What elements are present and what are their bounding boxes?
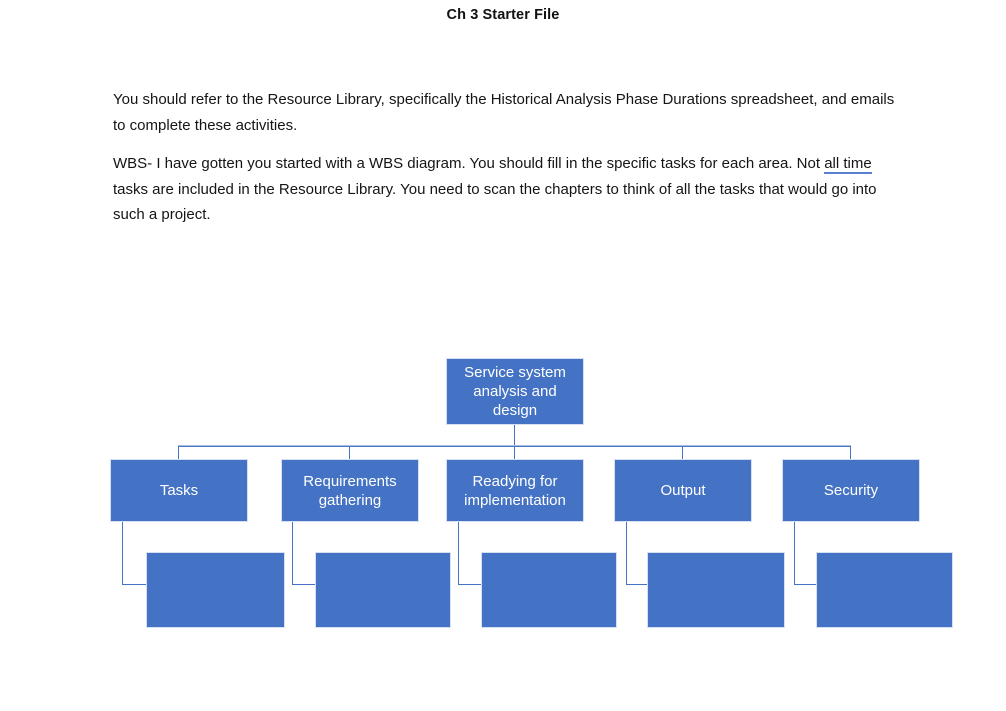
connector-elbow-5-vertical <box>794 522 795 585</box>
wbs-node-security-child[interactable] <box>816 552 953 628</box>
paragraph-instructions: You should refer to the Resource Library… <box>113 91 895 134</box>
connector-elbow-1-vertical <box>122 522 123 585</box>
connector-drop-5 <box>850 446 851 459</box>
wbs-node-tasks[interactable]: Tasks <box>110 459 248 522</box>
wbs-node-tasks-child[interactable] <box>146 552 285 628</box>
paragraph-wbs-lead: WBS- I have gotten you started with a WB… <box>113 155 825 172</box>
connector-drop-1 <box>178 446 179 459</box>
connector-root-stem <box>514 425 515 446</box>
connector-elbow-4-horizontal <box>626 584 648 585</box>
connector-elbow-3-vertical <box>458 522 459 585</box>
page-title: Ch 3 Starter File <box>446 7 560 23</box>
paragraph-wbs-instructions: WBS- I have gotten you started with a WB… <box>113 151 903 228</box>
wbs-node-root[interactable]: Service system analysis and design <box>446 358 584 425</box>
connector-drop-2 <box>349 446 350 459</box>
connector-elbow-5-horizontal <box>794 584 817 585</box>
paragraph-wbs-tail: tasks are included in the Resource Libra… <box>113 180 877 224</box>
wbs-node-requirements-gathering[interactable]: Requirements gathering <box>281 459 419 522</box>
grammar-marked-text[interactable]: all time <box>824 155 872 174</box>
connector-elbow-2-horizontal <box>292 584 316 585</box>
connector-elbow-1-horizontal <box>122 584 147 585</box>
wbs-node-readying-for-implementation[interactable]: Readying for implementation <box>446 459 584 522</box>
wbs-node-output-child[interactable] <box>647 552 785 628</box>
connector-elbow-3-horizontal <box>458 584 482 585</box>
wbs-node-requirements-gathering-child[interactable] <box>315 552 451 628</box>
wbs-node-readying-for-implementation-child[interactable] <box>481 552 617 628</box>
connector-drop-3 <box>514 446 515 459</box>
wbs-node-output[interactable]: Output <box>614 459 752 522</box>
wbs-node-security[interactable]: Security <box>782 459 920 522</box>
connector-drop-4 <box>682 446 683 459</box>
connector-elbow-2-vertical <box>292 522 293 585</box>
connector-elbow-4-vertical <box>626 522 627 585</box>
